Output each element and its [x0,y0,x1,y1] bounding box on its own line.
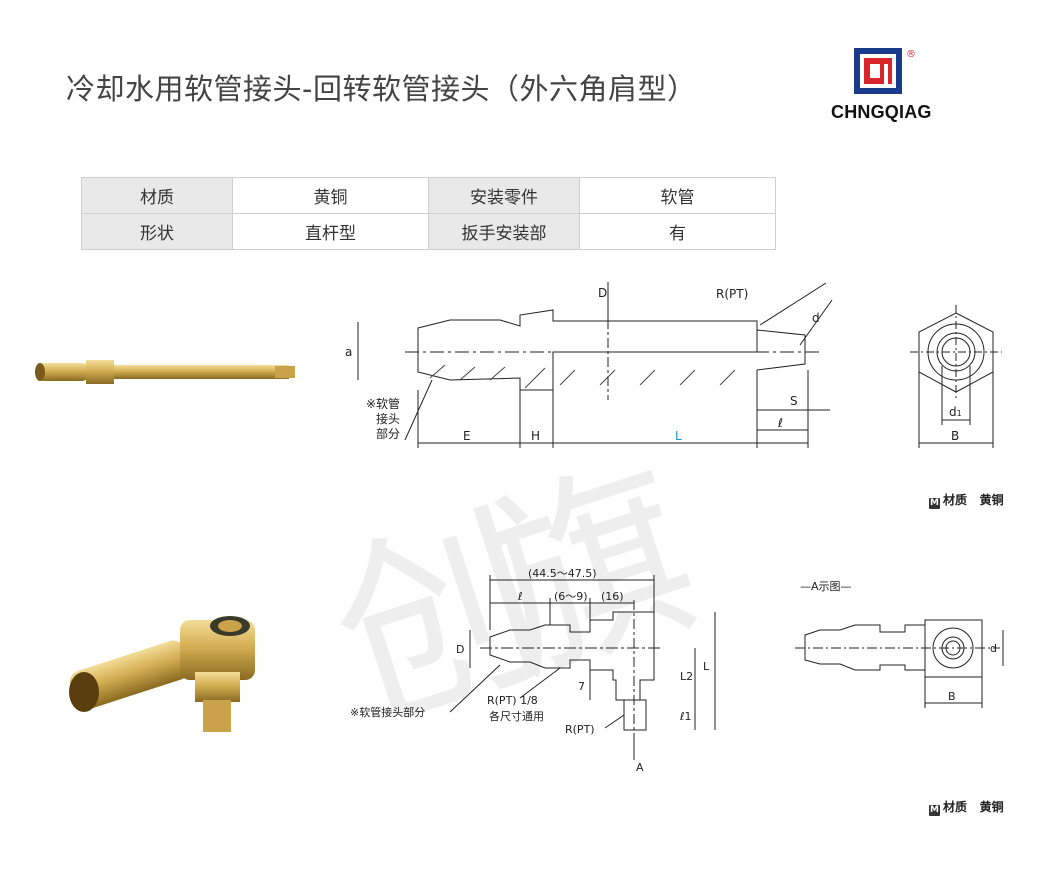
label-S: S [790,394,798,408]
table-cell: 形状 [81,213,233,250]
note-leader [404,379,433,441]
table-cell: 黄铜 [232,177,429,214]
product-photo-straight [35,360,295,384]
hatch-line [559,369,576,386]
hex-nut [195,672,240,702]
leader-R [604,714,625,729]
hatch-line [489,366,506,381]
hatch-line [599,369,616,386]
note-line1: ※软管 [366,396,400,411]
a-view-outer-circle [932,627,974,669]
table-cell: 软管 [579,177,776,214]
a-view-outline [804,624,926,671]
table-cell: 安装零件 [428,177,580,214]
a-view-hex [924,619,983,678]
label-L: L [675,429,682,443]
label-a-view: —A示图— [800,580,852,593]
note-line3: 部分 [376,426,400,441]
logo-cut [870,64,880,78]
hatch-line [639,369,656,386]
table-cell: 有 [579,213,776,250]
registered-mark: ® [906,49,916,60]
table-cell: 直杆型 [232,213,429,250]
thread-stem [623,699,647,731]
barb-opening [35,363,45,381]
table-row: 形状 直杆型 扳手安装部 有 [81,213,776,250]
hatch-line [429,364,446,379]
bore-circle [941,337,971,367]
dim-d [799,299,833,346]
hatch-line [459,366,476,381]
swivel-cap-inner [218,620,242,632]
label-d1: d1 [949,405,962,419]
brand-logo: ® [854,48,916,94]
logo-text: CHNGQIAG [831,102,932,122]
barb-section [38,363,88,381]
note-line2: 接头 [376,411,400,426]
hatch-line [679,369,696,386]
product-photo-elbow [69,616,255,732]
straight-shaft [114,365,289,379]
thread-end [275,366,295,378]
logo-cut2 [884,64,888,84]
table-cell: 扳手安装部 [428,213,580,250]
label-B: B [951,429,959,443]
label-RPT: R(PT) [716,287,748,301]
hex-end-view [918,312,994,393]
page-title: 冷却水用软管接头-回转软管接头（外六角肩型） [66,72,697,106]
a-view-bore [945,640,961,656]
watermark: 创旗 [307,442,684,763]
label-d: d [812,311,820,325]
label-B: B [948,690,956,703]
label-D: D [598,286,607,300]
hatch-line [719,369,736,386]
outer-circle [927,323,985,381]
thread-stem [203,700,231,732]
label-a: a [345,345,352,359]
label-l: ℓ [777,416,783,430]
thread-outline [756,329,806,371]
table-cell: 材质 [81,177,233,214]
label-l1: ℓ1 [679,710,692,723]
label-A: A [636,761,644,774]
barb-body [69,640,191,710]
table-row: 材质 黄铜 安装零件 软管 [81,177,776,214]
barb-opening [69,672,99,712]
hex-shoulder [86,360,114,384]
label-RPT: R(PT) [565,723,595,736]
inner-circle [936,332,976,372]
label-d: d [990,642,997,655]
spec-table: 材质 黄铜 安装零件 软管 形状 直杆型 扳手安装部 有 [81,177,776,250]
hatch-line [524,367,546,389]
label-L: L [703,660,710,673]
leader-R [759,282,827,326]
fitting-outline [417,309,758,391]
a-view-inner-circle [941,636,965,660]
